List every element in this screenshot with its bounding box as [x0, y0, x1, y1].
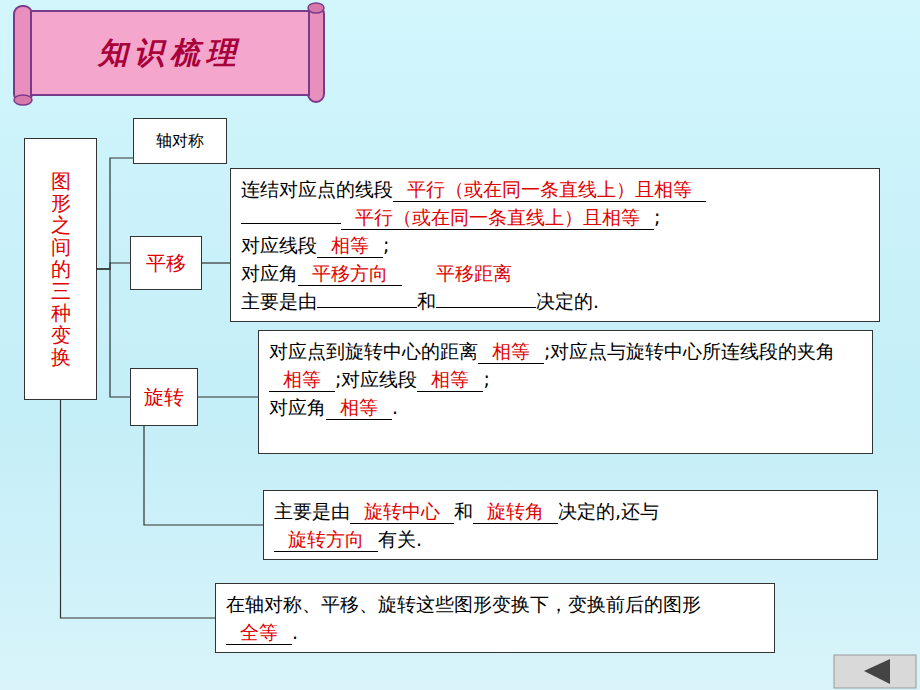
statement-text: 和: [454, 500, 473, 522]
answer-text: 平行（或在同一条直线上）且相等: [341, 205, 654, 230]
node-label: 图形之间的三种变换: [51, 170, 71, 368]
answer-blank: [241, 203, 341, 224]
node-label: 旋转: [144, 384, 184, 411]
tree-connector: [202, 262, 230, 263]
answer-blank: [436, 287, 536, 308]
text-line: 平行（或在同一条直线上）且相等;: [241, 203, 869, 231]
scroll-roll: [308, 6, 324, 102]
statement-text: 对应角: [241, 262, 298, 284]
node-label: 轴对称: [156, 131, 204, 152]
tree-connector: [61, 400, 216, 618]
statement-text: 决定的.: [536, 290, 599, 312]
answer-text: 平行（或在同一条直线上）且相等: [393, 177, 706, 202]
scroll-curl: [308, 3, 324, 13]
text-line: 主要是由旋转中心和旋转角决定的,还与: [274, 497, 867, 525]
answer-text: 全等: [226, 620, 292, 645]
answer-text: 平移距离: [436, 261, 512, 285]
statement-text: 对应线段: [241, 234, 317, 256]
answer-text: 旋转角: [473, 499, 558, 524]
tree-connector: [97, 263, 130, 269]
tree-connector: [97, 158, 133, 269]
statement-text: 对应角: [269, 396, 326, 418]
branch-box: 旋转: [130, 368, 198, 426]
conclusion-box: 在轴对称、平移、旋转这些图形变换下，变换前后的图形全等.: [215, 583, 775, 653]
statement-text: .: [292, 621, 298, 643]
text-line: 对应角平移方向 平移距离: [241, 259, 869, 287]
statement-text: ;: [383, 234, 389, 256]
answer-text: 相等: [478, 339, 544, 364]
scroll-curl: [14, 95, 32, 105]
tree-connector: [97, 269, 130, 397]
statement-text: 决定的,还与: [558, 500, 659, 522]
branch-box: 轴对称: [133, 118, 227, 164]
statement-text: 主要是由: [241, 290, 317, 312]
text-line: 对应点到旋转中心的距离相等;对应点与旋转中心所连线段的夹角相等;对应线段相等;: [269, 337, 862, 393]
answer-text: 相等: [326, 395, 392, 420]
answer-text: 相等: [269, 367, 335, 392]
branch-box: 平移: [130, 236, 202, 290]
statement-text: .: [392, 396, 398, 418]
answer-text: 平移方向: [298, 261, 402, 286]
statement-text: 有关.: [378, 528, 422, 550]
statement-text: 对应点到旋转中心的距离: [269, 340, 478, 362]
answer-text: 旋转中心: [350, 499, 454, 524]
answer-text: 相等: [317, 233, 383, 258]
statement-text: ;对应点与旋转中心所连线段的夹角: [544, 340, 835, 362]
statement-text: ;: [483, 368, 489, 390]
answer-text: 相等: [417, 367, 483, 392]
back-arrow: [864, 659, 890, 684]
title-banner: 知识梳理: [30, 10, 310, 96]
property-box: 对应点到旋转中心的距离相等;对应点与旋转中心所连线段的夹角相等;对应线段相等;对…: [258, 330, 873, 454]
text-line: 对应线段相等;: [241, 231, 869, 259]
statement-text: 连结对应点的线段: [241, 178, 393, 200]
text-line: 连结对应点的线段平行（或在同一条直线上）且相等: [241, 175, 869, 203]
tree-connector: [144, 426, 263, 525]
answer-text: 旋转方向: [274, 527, 378, 552]
text-line: 对应角相等.: [269, 393, 862, 421]
property-box: 主要是由旋转中心和旋转角决定的,还与旋转方向有关.: [263, 490, 878, 560]
back-button: [834, 655, 916, 688]
statement-text: 在轴对称、平移、旋转这些图形变换下，变换前后的图形: [226, 593, 701, 615]
title-text: 知识梳理: [98, 33, 242, 74]
node-label: 平移: [146, 250, 186, 277]
text-line: 旋转方向有关.: [274, 525, 867, 553]
statement-text: 主要是由: [274, 500, 350, 522]
text-line: 主要是由 和 决定的.: [241, 287, 869, 315]
tree-connector: [198, 396, 258, 397]
statement-text: 和: [417, 290, 436, 312]
property-box: 连结对应点的线段平行（或在同一条直线上）且相等平行（或在同一条直线上）且相等;对…: [230, 168, 880, 322]
statement-text: ;对应线段: [335, 368, 417, 390]
root-box: 图形之间的三种变换: [24, 138, 97, 400]
answer-blank: [317, 287, 417, 308]
text-line: 在轴对称、平移、旋转这些图形变换下，变换前后的图形全等.: [226, 590, 764, 646]
statement-text: ;: [654, 206, 660, 228]
